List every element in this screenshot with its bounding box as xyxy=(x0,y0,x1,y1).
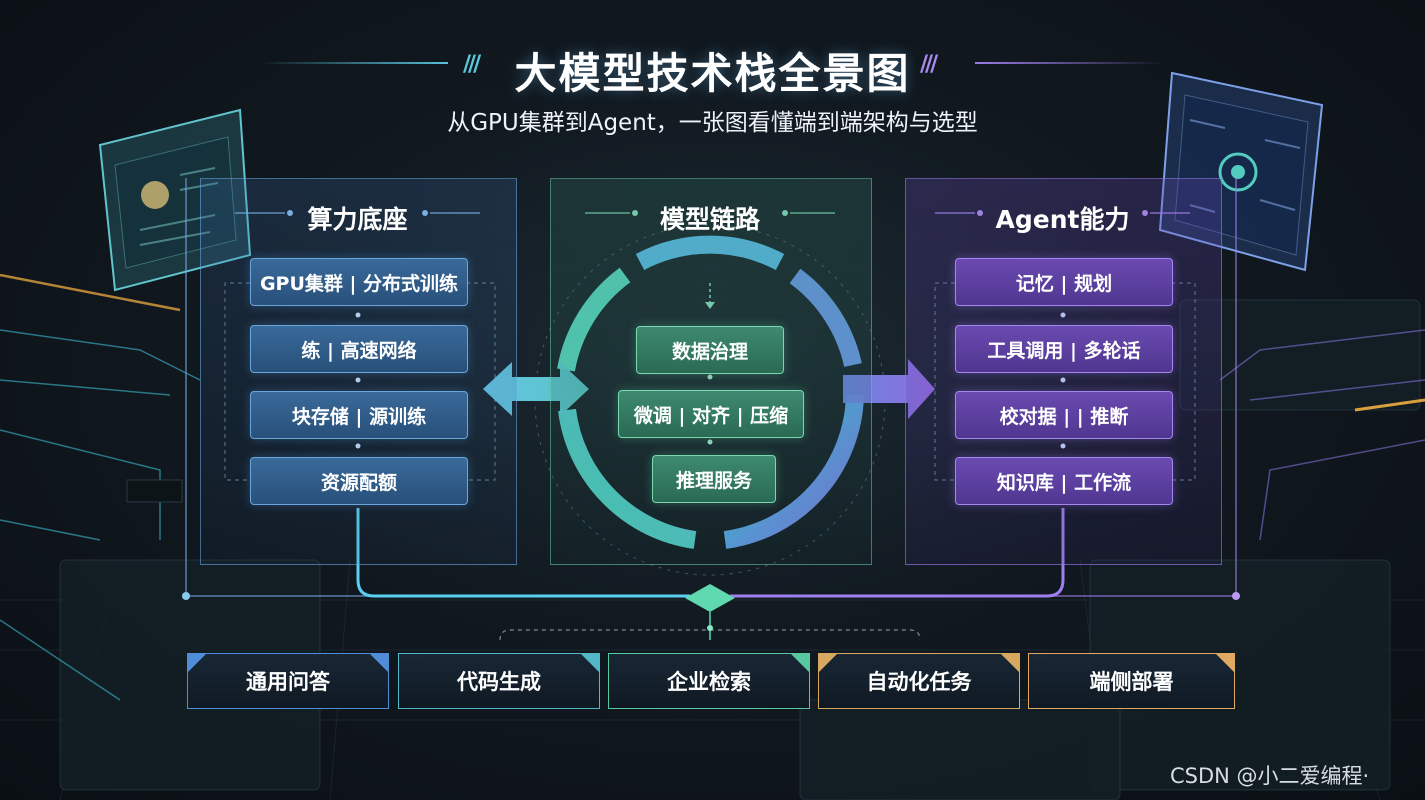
corner-accent xyxy=(1001,654,1019,672)
app-enterprise-search[interactable]: 企业检索 xyxy=(608,653,810,709)
app-code-generation[interactable]: 代码生成 xyxy=(398,653,600,709)
agent-item-memory[interactable]: 记忆 | 规划 xyxy=(955,258,1173,306)
panel-compute-title: 算力底座 xyxy=(307,205,408,234)
app-edge-deployment[interactable]: 端侧部署 xyxy=(1028,653,1235,709)
agent-item-knowledge[interactable]: 知识库 | 工作流 xyxy=(955,457,1173,505)
model-item-inference[interactable]: 推理服务 xyxy=(652,455,776,503)
compute-item-network[interactable]: 练 | 高速网络 xyxy=(250,325,468,373)
panel-agent-title: Agent能力 xyxy=(995,205,1130,234)
title-slash-left: /// xyxy=(463,52,481,77)
title-slash-right: /// xyxy=(920,52,938,77)
panel-model-title: 模型链路 xyxy=(659,205,760,234)
app-edge-deployment-label: 端侧部署 xyxy=(1089,670,1174,694)
corner-accent xyxy=(188,654,206,672)
corner-accent xyxy=(1216,654,1234,672)
corner-accent xyxy=(819,654,837,672)
page-subtitle: 从GPU集群到Agent，一张图看懂端到端架构与选型 xyxy=(447,110,978,136)
watermark: CSDN @小二爱编程· xyxy=(1170,764,1370,788)
corner-accent xyxy=(370,654,388,672)
title-decoration-left xyxy=(258,62,448,64)
app-general-qa[interactable]: 通用问答 xyxy=(187,653,389,709)
agent-item-reasoning[interactable]: 校对据 | | 推断 xyxy=(955,391,1173,439)
title-container: 大模型技术栈全景图 xyxy=(0,40,1425,101)
page-title: 大模型技术栈全景图 xyxy=(514,49,911,98)
app-enterprise-search-label: 企业检索 xyxy=(667,670,751,694)
compute-item-gpu-cluster[interactable]: GPU集群 | 分布式训练 xyxy=(250,258,468,306)
agent-item-tools[interactable]: 工具调用 | 多轮话 xyxy=(955,325,1173,373)
title-decoration-right xyxy=(975,62,1165,64)
compute-item-storage[interactable]: 块存储 | 源训练 xyxy=(250,391,468,439)
compute-item-quota[interactable]: 资源配额 xyxy=(250,457,468,505)
app-general-qa-label: 通用问答 xyxy=(246,670,330,694)
corner-accent xyxy=(581,654,599,672)
model-item-finetune[interactable]: 微调 | 对齐 | 压缩 xyxy=(618,390,804,438)
app-code-generation-label: 代码生成 xyxy=(457,670,541,694)
model-item-data-governance[interactable]: 数据治理 xyxy=(636,326,784,374)
app-automation-label: 自动化任务 xyxy=(866,670,972,694)
corner-accent xyxy=(791,654,809,672)
app-automation[interactable]: 自动化任务 xyxy=(818,653,1020,709)
